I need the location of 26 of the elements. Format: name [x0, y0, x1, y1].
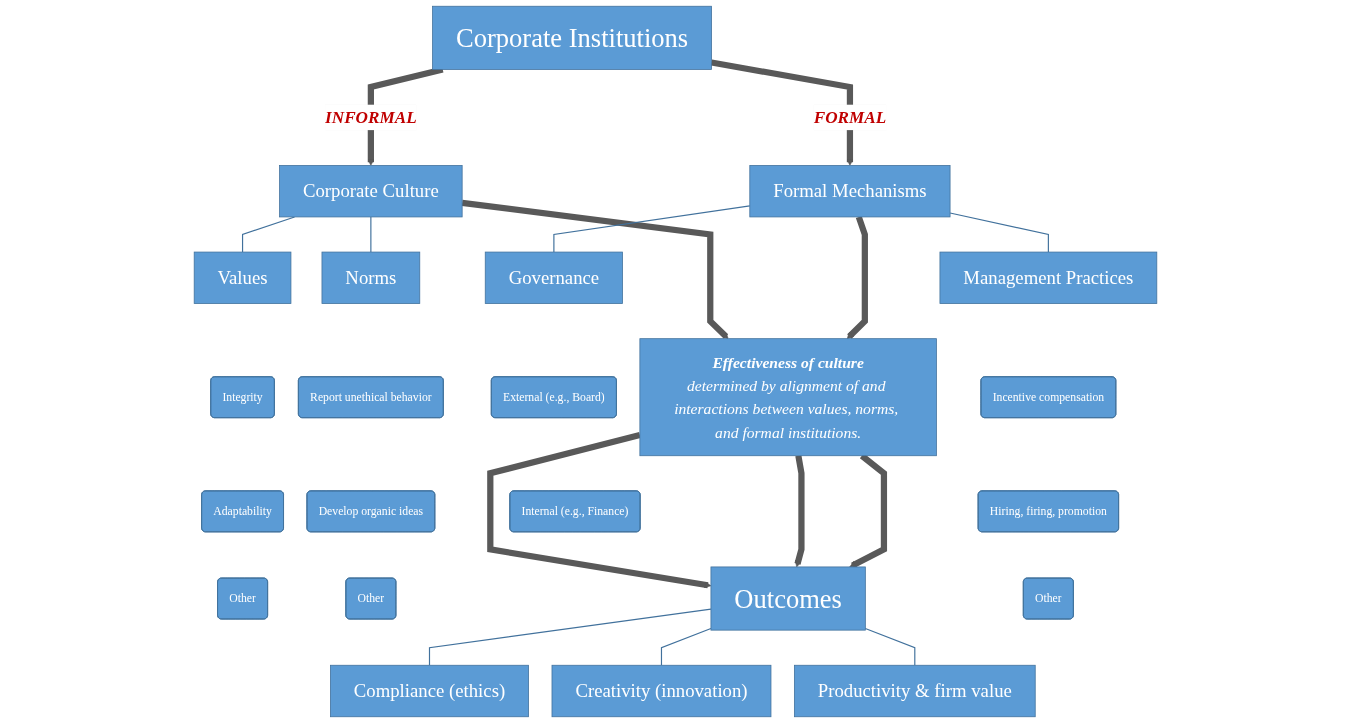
- arrow: [846, 215, 868, 339]
- connector: [428, 608, 712, 666]
- arrow: [794, 455, 805, 568]
- node-box: Formal Mechanisms: [749, 165, 951, 218]
- node-box: Creativity (innovation): [551, 664, 772, 718]
- arrow: [710, 59, 854, 166]
- node-box: Values: [193, 251, 292, 304]
- arrow: [461, 199, 729, 339]
- node-box: Norms: [321, 251, 421, 304]
- edge-label: FORMAL: [813, 107, 887, 128]
- arrow: [367, 66, 444, 166]
- node-box: Productivity & firm value: [794, 664, 1036, 718]
- connector: [660, 627, 712, 666]
- node-box: Effectiveness of culture determined by alignment of and interactions between values, norms, and formal institutions.: [639, 338, 937, 457]
- node-box: Compliance (ethics): [330, 664, 529, 718]
- node-box: Management Practices: [939, 251, 1158, 304]
- node-box: Corporate Culture: [279, 165, 463, 218]
- connector: [370, 216, 372, 253]
- connector: [553, 205, 751, 253]
- connector: [949, 212, 1049, 253]
- node-box: Outcomes: [710, 566, 866, 631]
- node-box: Governance: [484, 251, 623, 304]
- arrow: [487, 432, 712, 589]
- node-box: Corporate Institutions: [432, 5, 712, 70]
- connector: [864, 627, 916, 666]
- edge-label: INFORMAL: [325, 107, 417, 128]
